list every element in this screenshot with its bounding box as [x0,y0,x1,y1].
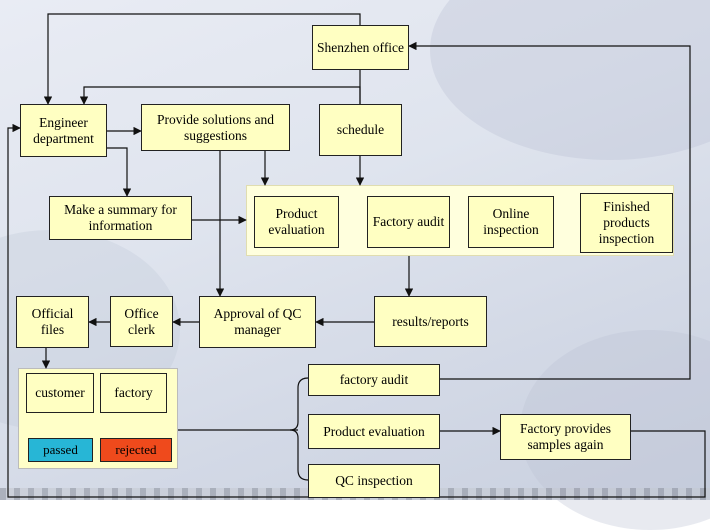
provide-solutions-node: Provide solutions and suggestions [141,104,290,151]
factory-provides-samples-node: Factory provides samples again [500,414,631,460]
shenzhen-office-node: Shenzhen office [312,25,409,70]
decision-brace [289,377,309,481]
factory-audit-outcome-node: factory audit [308,364,440,396]
approval-qc-manager-node: Approval of QC manager [199,296,316,348]
product-evaluation-outcome-node: Product evaluation [308,414,440,449]
qc-inspection-outcome-node: QC inspection [308,464,440,498]
finished-products-inspection-node: Finished products inspection [580,193,673,253]
connector-schedule-to-engineer [79,86,361,105]
schedule-node: schedule [319,104,402,156]
factory-node: factory [100,373,167,413]
connector-shenzhen-to-engineer [43,13,361,105]
product-evaluation-node: Product evaluation [254,196,339,248]
online-inspection-node: Online inspection [468,196,554,248]
make-summary-node: Make a summary for information [49,196,192,240]
rejected-legend: rejected [100,438,172,462]
results-reports-node: results/reports [374,296,487,347]
connector-factory-audit-to-shenzhen [408,41,691,380]
engineer-department-node: Engineer department [20,104,107,157]
office-clerk-node: Office clerk [110,296,173,347]
customer-node: customer [26,373,94,413]
connector-engineer-to-summary [107,147,132,197]
factory-audit-node: Factory audit [367,196,450,248]
passed-legend: passed [28,438,93,462]
official-files-node: Official files [16,296,89,348]
